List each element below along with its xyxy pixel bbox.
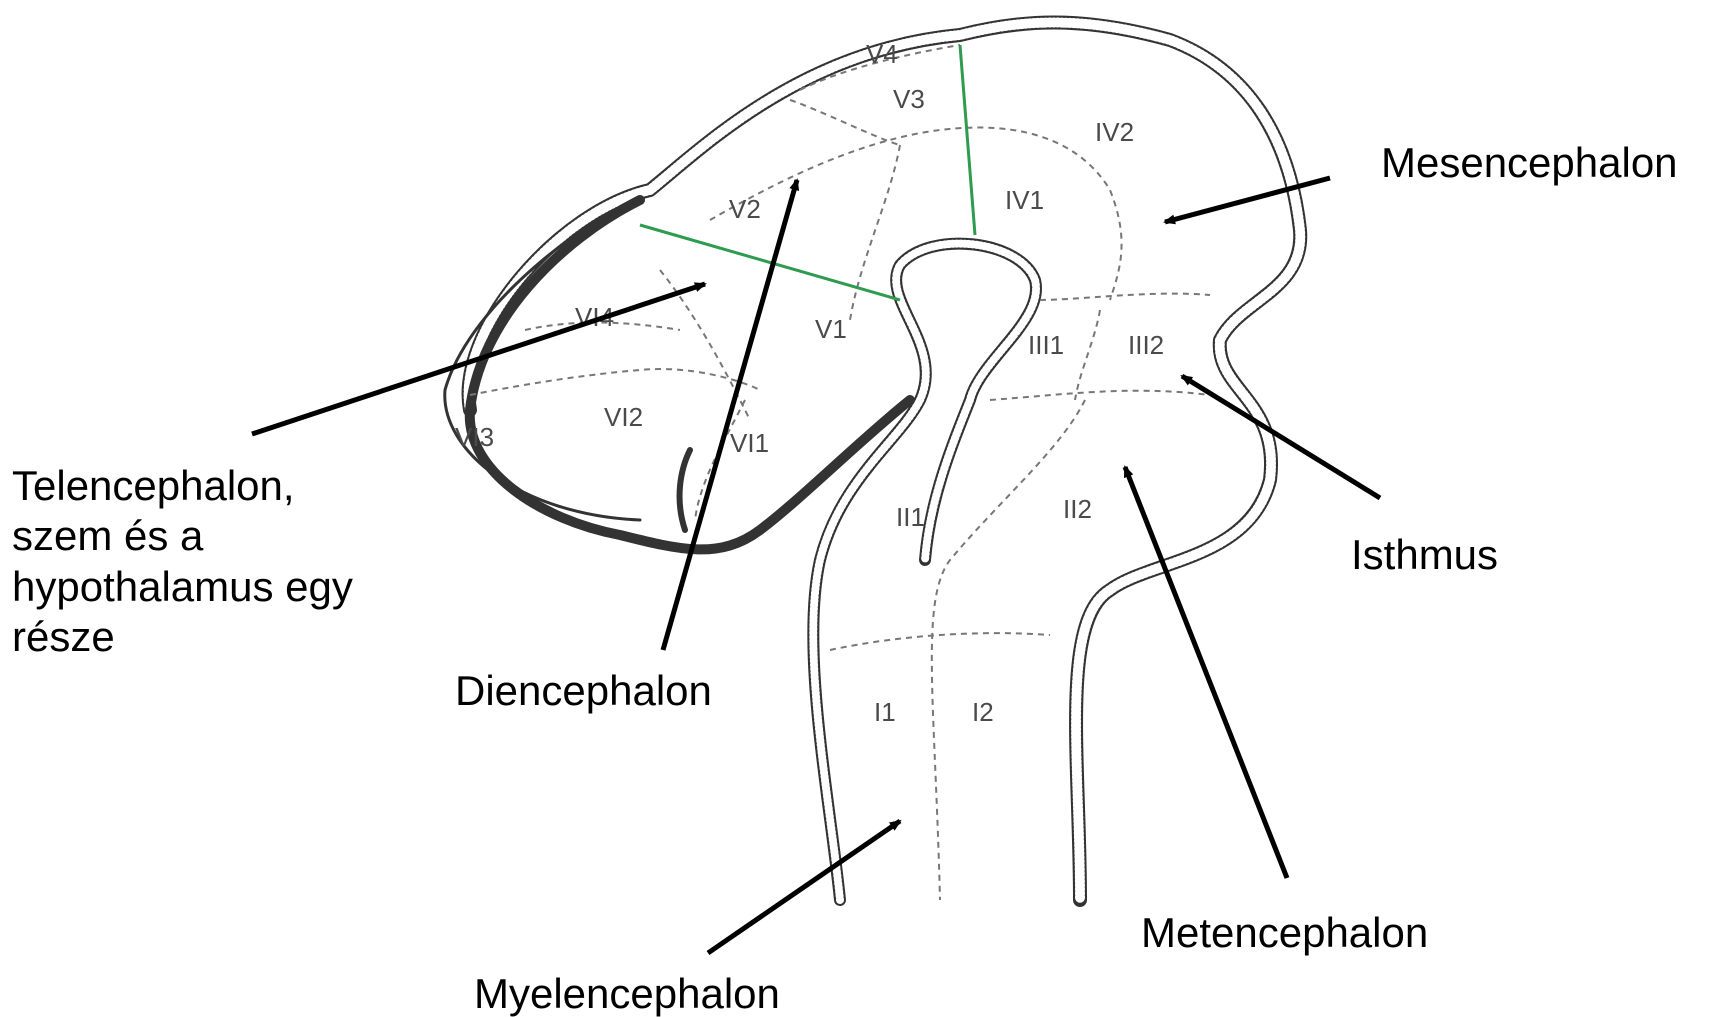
callout-mesencephalon: Mesencephalon (1381, 138, 1678, 188)
label-v2: V2 (729, 194, 761, 224)
outer-neural-wall (445, 23, 1300, 901)
label-ii1: II1 (896, 502, 925, 532)
arrow-myelencephalon (708, 821, 900, 953)
label-v3: V3 (893, 84, 925, 114)
callout-telencephalon-line-1: Telencephalon, (12, 461, 353, 511)
callout-metencephalon: Metencephalon (1141, 908, 1428, 958)
arrow-mesencephalon (1165, 178, 1330, 222)
label-iv1: IV1 (1005, 185, 1044, 215)
callout-telencephalon-line-4: része (12, 612, 353, 662)
callout-diencephalon: Diencephalon (455, 666, 712, 716)
label-iii1: III1 (1028, 330, 1064, 360)
callout-telencephalon-line-2: szem és a (12, 511, 353, 561)
segment-boundaries (470, 45, 1210, 900)
callout-myelencephalon: Myelencephalon (474, 969, 780, 1017)
label-vi1: VI1 (730, 428, 769, 458)
label-i2: I2 (972, 697, 994, 727)
label-iii2: III2 (1128, 330, 1164, 360)
callout-telencephalon: Telencephalon, szem és a hypothalamus eg… (12, 461, 353, 663)
label-ii2: II2 (1063, 494, 1092, 524)
arrow-isthmus (1182, 376, 1380, 498)
label-vi3: VI3 (455, 422, 494, 452)
label-iv2: IV2 (1095, 117, 1134, 147)
label-v4: V4 (866, 39, 898, 69)
label-v1: V1 (815, 314, 847, 344)
arrow-metencephalon (1125, 467, 1287, 878)
callout-telencephalon-line-3: hypothalamus egy (12, 562, 353, 612)
callout-isthmus: Isthmus (1351, 530, 1498, 580)
label-vi2: VI2 (604, 402, 643, 432)
label-i1: I1 (874, 697, 896, 727)
